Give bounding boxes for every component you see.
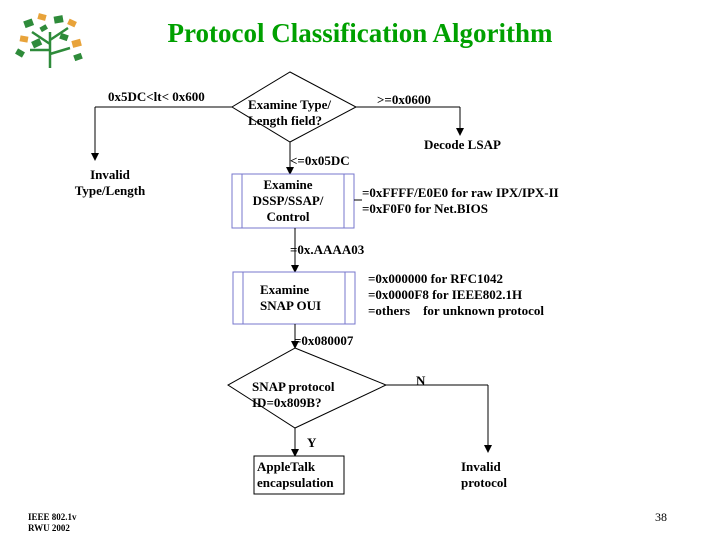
label-le-05dc: <=0x05DC bbox=[290, 153, 350, 168]
page-title: Protocol Classification Algorithm bbox=[167, 18, 553, 48]
node-decode-lsap: Decode LSAP bbox=[424, 137, 501, 152]
label-lt-5dc: 0x5DC<lt< 0x600 bbox=[108, 89, 205, 104]
node-invalid-type-length: Invalid Type/Length bbox=[74, 167, 146, 198]
label-yes: Y bbox=[307, 435, 317, 450]
page-number: 38 bbox=[655, 510, 667, 524]
node-examine-dssp: Examine DSSP/SSAP/ Control bbox=[252, 177, 324, 224]
node-appletalk: AppleTalk encapsulation bbox=[257, 459, 334, 490]
label-no: N bbox=[416, 373, 426, 388]
logo-icon bbox=[15, 13, 83, 68]
box-appletalk bbox=[253, 455, 345, 495]
node-examine-snap: Examine SNAP OUI bbox=[260, 282, 322, 313]
footer-source: IEEE 802.1v RWU 2002 bbox=[28, 512, 77, 533]
label-ge-600: >=0x0600 bbox=[377, 92, 431, 107]
box-examine-dssp bbox=[231, 173, 355, 229]
node-invalid-protocol: Invalid protocol bbox=[461, 459, 507, 490]
box-examine-snap bbox=[232, 271, 356, 325]
node-snap-protocol: SNAP protocol ID=0x809B? bbox=[252, 379, 335, 410]
label-raw-ipx: =0xFFFF/E0E0 for raw IPX/IPX-II =0xF0F0 … bbox=[362, 185, 559, 216]
label-aaaa03: =0x.AAAA03 bbox=[290, 242, 365, 257]
label-x080007: =0x080007 bbox=[294, 333, 354, 348]
node-examine-type: Examine Type/ Length field? bbox=[248, 97, 331, 128]
label-oui-values: =0x000000 for RFC1042 =0x0000F8 for IEEE… bbox=[368, 271, 544, 318]
